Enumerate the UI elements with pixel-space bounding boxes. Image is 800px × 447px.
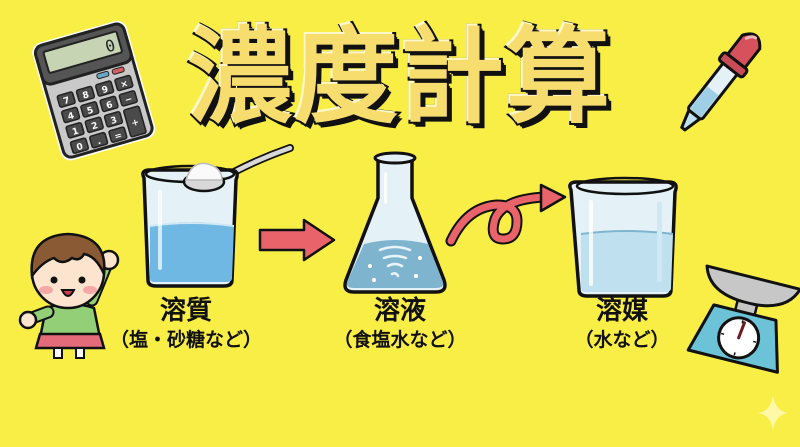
label-solute-examples: （塩・砂糖など）	[109, 329, 263, 351]
kitchen-scale-icon	[686, 264, 800, 374]
straight-arrow-right	[258, 218, 336, 262]
erlenmeyer-flask-swirling	[343, 151, 447, 294]
label-solution: 溶液	[373, 296, 427, 326]
looping-arrow-right	[445, 183, 567, 247]
svg-text:3: 3	[110, 116, 119, 127]
svg-text:6: 6	[105, 100, 114, 111]
sparkle-icon	[758, 395, 788, 431]
child-character	[18, 232, 120, 359]
beaker-with-spoon-of-salt	[141, 144, 294, 288]
svg-text:9: 9	[101, 85, 110, 96]
svg-text:.: .	[96, 137, 102, 148]
svg-text:5: 5	[86, 106, 95, 117]
svg-text:×: ×	[119, 79, 129, 91]
label-solvent-examples: （水など）	[574, 329, 670, 351]
svg-text:+: +	[130, 118, 140, 130]
page-title: 濃度計算	[186, 14, 612, 140]
svg-text:4: 4	[67, 111, 76, 122]
svg-text:7: 7	[62, 96, 71, 107]
svg-text:2: 2	[90, 121, 99, 132]
svg-text:−: −	[124, 94, 134, 106]
svg-text:0: 0	[76, 142, 85, 153]
beaker-with-water	[568, 176, 678, 298]
svg-text:1: 1	[71, 127, 80, 138]
label-solution-examples: （食塩水など）	[333, 329, 467, 351]
svg-text:8: 8	[82, 90, 91, 101]
dropper-icon	[680, 32, 762, 132]
label-solvent: 溶媒	[595, 296, 649, 326]
svg-text:=: =	[113, 131, 123, 143]
label-solute: 溶質	[159, 296, 213, 326]
